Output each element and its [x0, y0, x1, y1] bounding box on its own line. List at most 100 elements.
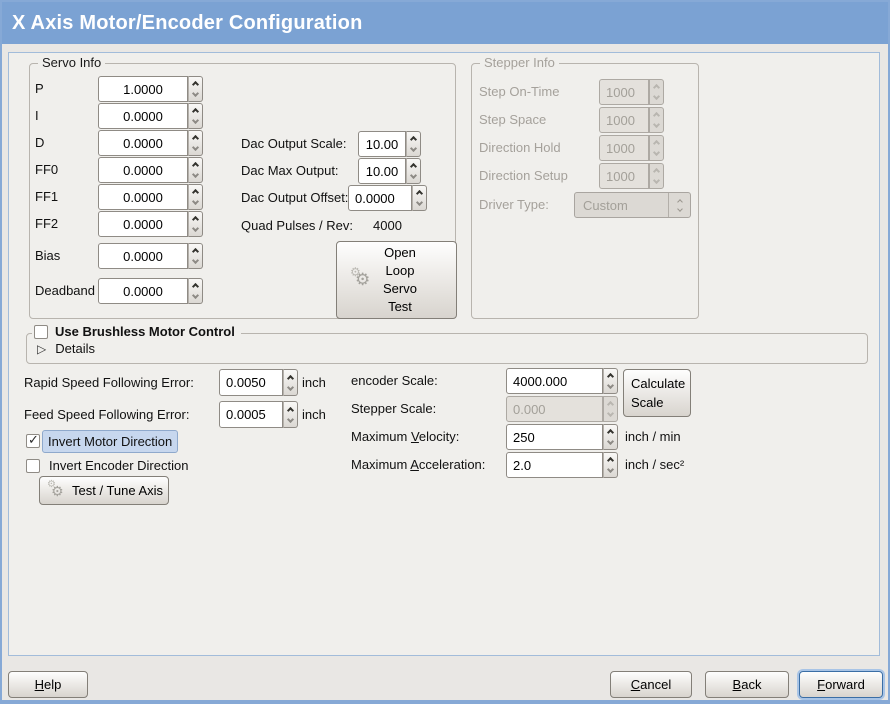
content-panel: Servo Info P 1.0000 I 0.0000 D 0.0000 FF… — [8, 52, 880, 656]
spin-up-icon[interactable] — [191, 215, 200, 224]
servo-info-legend: Servo Info — [38, 55, 106, 70]
spin-down-icon[interactable] — [191, 89, 200, 98]
i-input[interactable]: 0.0000 — [98, 103, 188, 129]
step-on-time-spinner — [649, 79, 664, 105]
direction-hold-spinner — [649, 135, 664, 161]
step-on-time-input: 1000 — [599, 79, 649, 105]
spin-down-icon[interactable] — [606, 465, 615, 474]
max-acceleration-input[interactable]: 2.0 — [506, 452, 603, 478]
calculate-scale-button[interactable]: Calculate Scale — [623, 369, 691, 417]
max-acceleration-spinner[interactable] — [603, 452, 618, 478]
details-expander[interactable]: ▷ Details — [37, 341, 95, 356]
d-input[interactable]: 0.0000 — [98, 130, 188, 156]
dac-output-scale-spinner[interactable] — [406, 131, 421, 157]
p-label: P — [35, 81, 44, 96]
spin-down-icon[interactable] — [606, 381, 615, 390]
feed-following-error-input[interactable]: 0.0005 — [219, 401, 283, 428]
spin-down-icon — [652, 176, 661, 185]
direction-hold-input: 1000 — [599, 135, 649, 161]
stepper-scale-label: Stepper Scale: — [351, 401, 437, 416]
spin-down-icon[interactable] — [606, 437, 615, 446]
rapid-following-error-input[interactable]: 0.0050 — [219, 369, 283, 396]
spin-up-icon — [652, 83, 661, 92]
spin-up-icon[interactable] — [191, 134, 200, 143]
spin-down-icon[interactable] — [286, 415, 295, 423]
spin-down-icon[interactable] — [191, 170, 200, 179]
invert-encoder-checkbox[interactable] — [26, 459, 40, 473]
deadband-spinner[interactable] — [188, 278, 203, 304]
driver-type-label: Driver Type: — [479, 197, 549, 212]
back-button[interactable]: Back — [705, 671, 789, 698]
invert-encoder-label[interactable]: Invert Encoder Direction — [49, 458, 189, 473]
dac-max-output-input[interactable]: 10.00 — [358, 158, 406, 184]
i-spinner[interactable] — [188, 103, 203, 129]
use-brushless-checkbox[interactable] — [34, 324, 48, 339]
ff2-spinner[interactable] — [188, 211, 203, 237]
spin-up-icon[interactable] — [191, 282, 200, 291]
feed-following-error-unit: inch — [302, 407, 326, 422]
spin-down-icon[interactable] — [409, 171, 418, 180]
spin-up-icon[interactable] — [409, 135, 418, 144]
spin-down-icon[interactable] — [191, 291, 200, 300]
expander-triangle-icon[interactable]: ▷ — [37, 341, 47, 356]
ff0-spinner[interactable] — [188, 157, 203, 183]
spin-down-icon[interactable] — [191, 116, 200, 125]
spin-up-icon[interactable] — [191, 161, 200, 170]
spin-down-icon — [652, 148, 661, 157]
rapid-following-error-label: Rapid Speed Following Error: — [24, 375, 194, 390]
encoder-scale-spinner[interactable] — [603, 368, 618, 394]
spin-up-icon — [606, 400, 615, 409]
d-spinner[interactable] — [188, 130, 203, 156]
invert-motor-checkbox[interactable]: ✓ — [26, 432, 40, 448]
encoder-scale-input[interactable]: 4000.000 — [506, 368, 603, 394]
spin-up-icon — [652, 167, 661, 176]
ff2-input[interactable]: 0.0000 — [98, 211, 188, 237]
spin-up-icon[interactable] — [191, 80, 200, 89]
help-button[interactable]: Help — [8, 671, 88, 698]
spin-up-icon[interactable] — [191, 107, 200, 116]
dac-output-offset-input[interactable]: 0.0000 — [348, 185, 412, 211]
spin-down-icon[interactable] — [191, 143, 200, 152]
spin-down-icon — [606, 409, 615, 418]
cancel-button[interactable]: Cancel — [610, 671, 692, 698]
max-velocity-unit: inch / min — [625, 429, 681, 444]
ff1-spinner[interactable] — [188, 184, 203, 210]
p-spinner[interactable] — [188, 76, 203, 102]
stepper-info-frame: Stepper Info — [471, 55, 699, 319]
forward-button[interactable]: Forward — [799, 671, 883, 698]
spin-down-icon[interactable] — [286, 383, 295, 391]
spin-up-icon[interactable] — [606, 428, 615, 437]
max-velocity-input[interactable]: 250 — [506, 424, 603, 450]
dac-max-output-spinner[interactable] — [406, 158, 421, 184]
spin-down-icon[interactable] — [191, 256, 200, 265]
deadband-input[interactable]: 0.0000 — [98, 278, 188, 304]
open-loop-servo-test-button[interactable]: ⚙ ⚙ Open Loop Servo Test — [336, 241, 457, 319]
spin-up-icon[interactable] — [606, 372, 615, 381]
dac-output-offset-spinner[interactable] — [412, 185, 427, 211]
spin-down-icon[interactable] — [415, 198, 424, 207]
spin-down-icon[interactable] — [191, 224, 200, 233]
max-velocity-spinner[interactable] — [603, 424, 618, 450]
stepper-scale-spinner — [603, 396, 618, 422]
dac-output-scale-input[interactable]: 10.00 — [358, 131, 406, 157]
invert-motor-label[interactable]: Invert Motor Direction — [42, 430, 179, 453]
bias-spinner[interactable] — [188, 243, 203, 269]
spin-up-icon[interactable] — [286, 406, 295, 414]
spin-up-icon[interactable] — [415, 189, 424, 198]
ff1-input[interactable]: 0.0000 — [98, 184, 188, 210]
spin-down-icon[interactable] — [191, 197, 200, 206]
spin-up-icon[interactable] — [191, 247, 200, 256]
spin-down-icon[interactable] — [409, 144, 418, 153]
rapid-following-error-spinner[interactable] — [283, 369, 298, 396]
step-space-spinner — [649, 107, 664, 133]
p-input[interactable]: 1.0000 — [98, 76, 188, 102]
spin-up-icon[interactable] — [409, 162, 418, 171]
spin-up-icon[interactable] — [606, 456, 615, 465]
spin-up-icon[interactable] — [286, 374, 295, 382]
ff0-input[interactable]: 0.0000 — [98, 157, 188, 183]
spin-up-icon[interactable] — [191, 188, 200, 197]
driver-type-value: Custom — [583, 197, 628, 213]
test-tune-axis-button[interactable]: ⚙ ⚙ Test / Tune Axis — [39, 476, 169, 505]
bias-input[interactable]: 0.0000 — [98, 243, 188, 269]
feed-following-error-spinner[interactable] — [283, 401, 298, 428]
